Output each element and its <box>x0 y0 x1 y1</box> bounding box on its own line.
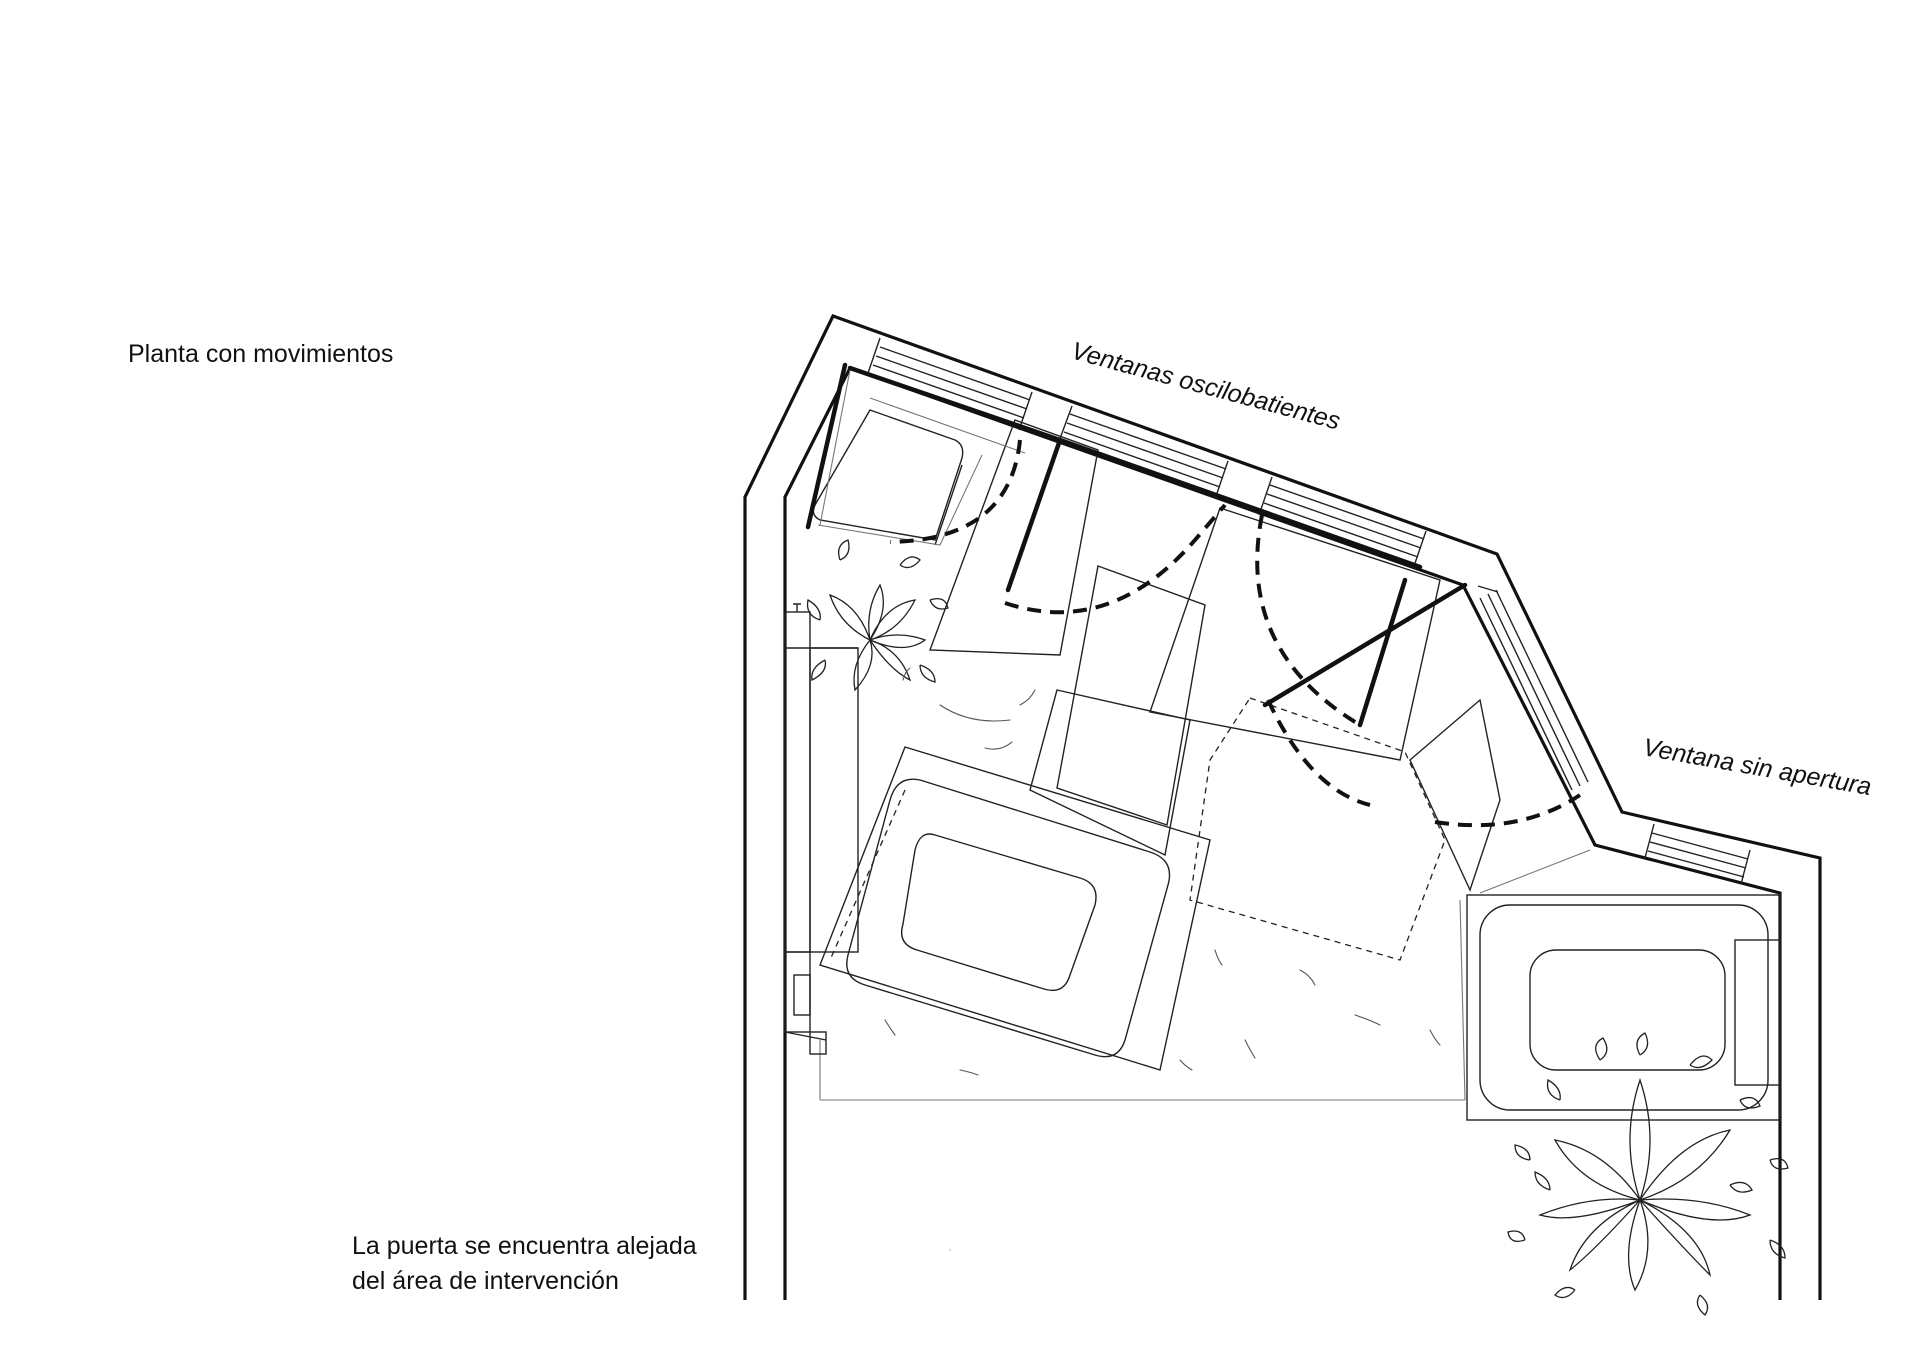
label-tilt-turn-windows: Ventanas oscilobatientes <box>1068 337 1343 436</box>
plant-small <box>806 539 949 692</box>
bed-main <box>819 746 1211 1071</box>
plant-large <box>1507 1032 1789 1316</box>
swing-arcs <box>889 439 1582 828</box>
window-3 <box>1258 476 1427 570</box>
window-1 <box>866 337 1033 431</box>
walls <box>743 314 1822 1300</box>
plan-title: Planta con movimientos <box>128 340 393 368</box>
movement-marks <box>884 667 1441 1251</box>
door-note-line1: La puerta se encuentra alejada <box>352 1232 697 1260</box>
outer-wall-line <box>743 314 1822 1300</box>
label-fixed-window: Ventana sin apertura <box>1641 733 1874 801</box>
furniture-footprints <box>819 397 1501 1101</box>
door-note-line2: del área de intervención <box>352 1267 619 1295</box>
footprint-d <box>1149 507 1441 761</box>
wall-cabinet <box>784 603 859 1055</box>
window-2 <box>1057 405 1229 500</box>
footprint-e <box>1409 698 1501 892</box>
footprint-dashed <box>1189 697 1446 961</box>
movement-lines <box>805 362 1468 728</box>
window-fixed <box>1477 585 1589 791</box>
footprint-a <box>929 419 1099 656</box>
footprint-b <box>1056 565 1206 826</box>
window-small <box>1644 823 1751 885</box>
bed-secondary <box>1466 849 1781 1121</box>
footprint-c <box>1029 689 1191 857</box>
windows <box>866 337 1751 885</box>
